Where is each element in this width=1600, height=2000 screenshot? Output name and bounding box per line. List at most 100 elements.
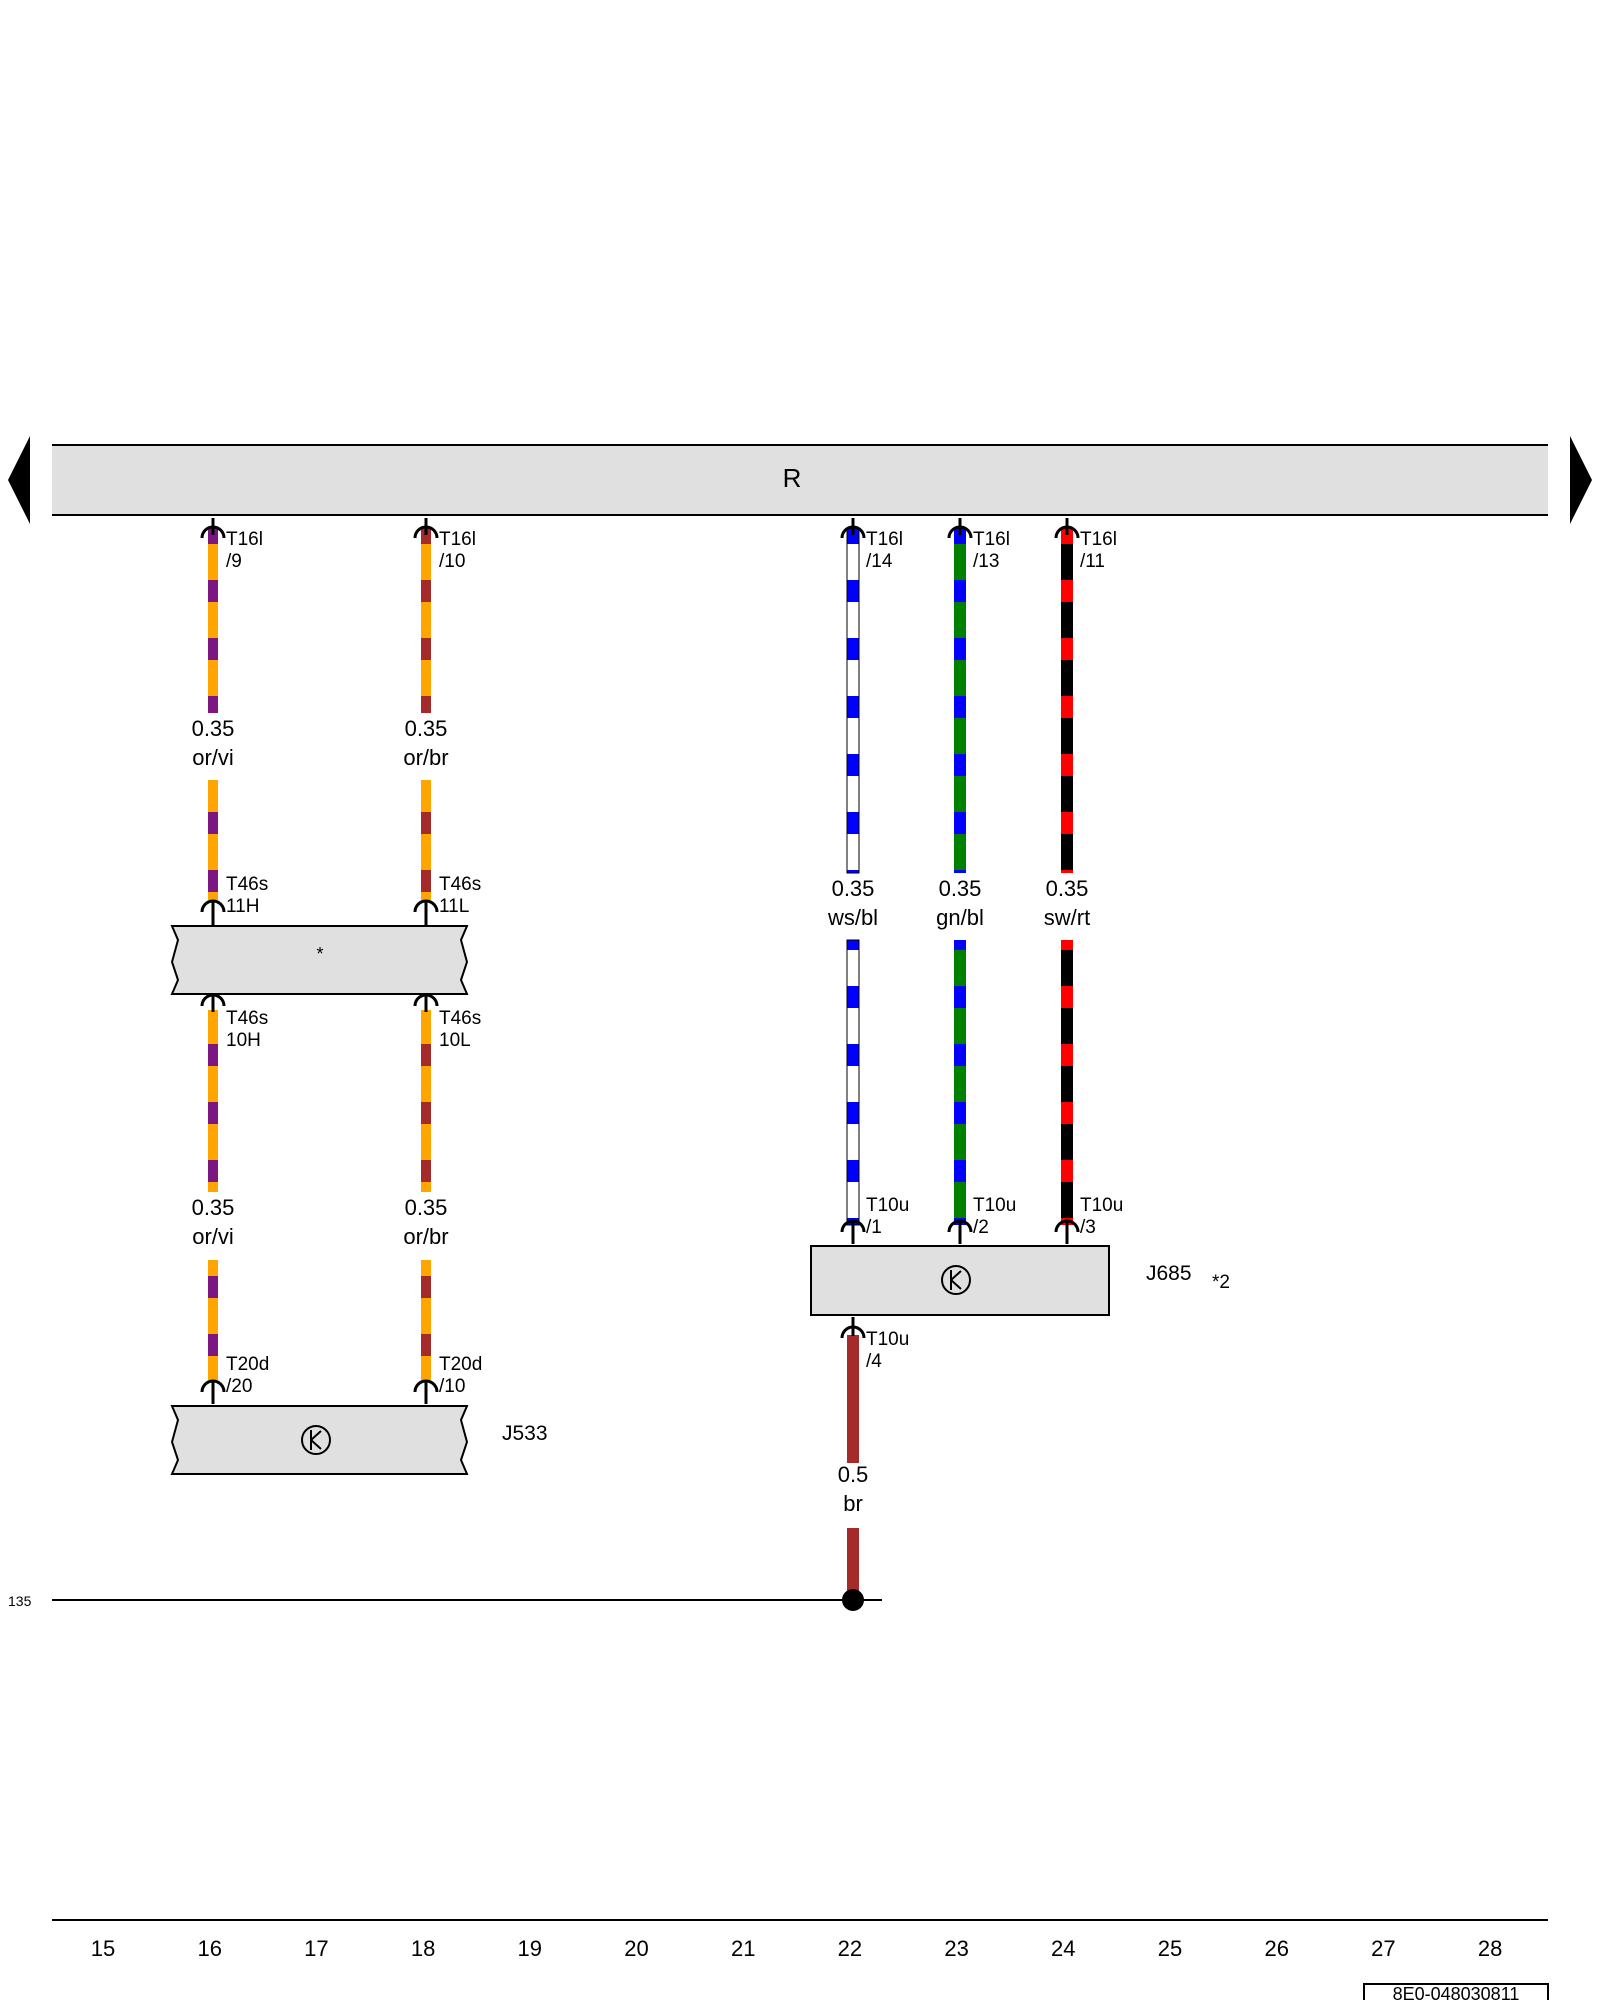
wire-4-seg-b [954, 940, 966, 1225]
top-connector-w1-icon [200, 518, 226, 539]
wire-1-color-code: or/vi [192, 745, 234, 770]
j533-connector-1-name: T20d [226, 1354, 269, 1375]
footer-column-number: 28 [1478, 1936, 1502, 1961]
top-connector-w5-icon [1054, 518, 1080, 539]
wire-5-seg-a [1061, 528, 1073, 873]
j533-connector-2-icon [413, 1379, 439, 1404]
footer-column-number: 17 [304, 1936, 328, 1961]
top-connector-w1-name: T16l [226, 529, 263, 550]
j685-connector-2-name: T10u [973, 1195, 1016, 1216]
lower-connector-1-pin: 10H [226, 1030, 261, 1051]
j533-transistor-icon [301, 1425, 331, 1455]
ground-wire-seg-b [847, 1528, 859, 1600]
doc-id: 8E0-048030811 [1393, 1984, 1520, 2000]
footer-column-number: 24 [1051, 1936, 1075, 1961]
top-connector-w2-name: T16l [439, 529, 476, 550]
j685-ground-connector-name: T10u [866, 1329, 909, 1350]
top-connector-w4-name: T16l [973, 529, 1010, 550]
footer-column-number: 20 [624, 1936, 648, 1961]
wire-2-seg-a [421, 528, 431, 713]
mid-connector-1-name: T46s [226, 874, 268, 895]
wire-2-size: 0.35 [405, 716, 448, 741]
star-box [170, 925, 469, 995]
footer-column-number: 22 [838, 1936, 862, 1961]
top-connector-w2-icon [413, 518, 439, 539]
ground-wire-size: 0.5 [838, 1462, 869, 1487]
top-connector-w5-name: T16l [1080, 529, 1117, 550]
footer-column-number: 16 [197, 1936, 221, 1961]
j533-connector-1-pin: /20 [226, 1376, 252, 1397]
j533-label: J533 [502, 1422, 548, 1445]
top-connector-w3-name: T16l [866, 529, 903, 550]
wire-4-size: 0.35 [939, 876, 982, 901]
j533-connector-1-icon [200, 1379, 226, 1404]
wire-5-seg-b [1061, 940, 1073, 1225]
footer-column-number: 25 [1158, 1936, 1182, 1961]
footer-column-number: 27 [1371, 1936, 1395, 1961]
lower-connector-2-icon [413, 993, 439, 1012]
wire-3-size: 0.35 [832, 876, 875, 901]
j685-ground-connector-pin: /4 [866, 1351, 882, 1372]
j685-label: J685 [1146, 1262, 1192, 1285]
lower-connector-1-name: T46s [226, 1008, 268, 1029]
wire-3-seg-b [846, 939, 860, 1226]
lower-wire-2-color-code: or/br [403, 1224, 448, 1249]
footer-column-number: 18 [411, 1936, 435, 1961]
j685-ground-connector-icon [840, 1317, 866, 1339]
lower-wire-2-size: 0.35 [405, 1195, 448, 1220]
wire-5 [1061, 528, 1073, 1225]
top-connector-w2-pin: /10 [439, 551, 465, 572]
j685-connector-3-name: T10u [1080, 1195, 1123, 1216]
header-box-r [52, 445, 1548, 515]
wire-3-seg-a [846, 527, 860, 874]
mid-connector-1-icon [200, 899, 226, 925]
wire-3-color-code: ws/bl [827, 905, 878, 930]
wire-5-color-code: sw/rt [1044, 905, 1090, 930]
j685-box [810, 1245, 1110, 1316]
ground-wire-seg-a [847, 1335, 859, 1463]
j533-box [170, 1405, 469, 1475]
top-connector-w5-pin: /11 [1080, 551, 1105, 572]
doc-id-box [1363, 1983, 1549, 2000]
footer-column-number: 19 [518, 1936, 542, 1961]
wire-2-color-code: or/br [403, 745, 448, 770]
wire-1 [208, 528, 218, 1380]
wire-1-size: 0.35 [192, 716, 235, 741]
j685-transistor-icon [941, 1265, 971, 1295]
left-arrow-icon [8, 436, 30, 524]
top-connector-w4-icon [947, 518, 973, 539]
mid-connector-2-name: T46s [439, 874, 481, 895]
wire-2-seg-d [421, 1260, 431, 1380]
footer-column-number: 21 [731, 1936, 755, 1961]
ground-wire-color-code: br [843, 1491, 863, 1516]
footer-column-number: 26 [1264, 1936, 1288, 1961]
mid-connector-2-icon [413, 899, 439, 925]
right-arrow-icon [1570, 436, 1592, 524]
star-box-label: * [316, 944, 323, 964]
lower-connector-1-icon [200, 993, 226, 1012]
top-connector-w1-pin: /9 [226, 551, 242, 572]
top-connector-w3-icon [840, 518, 866, 539]
wire-5-size: 0.35 [1046, 876, 1089, 901]
ground-line-ref: 135 [8, 1593, 32, 1609]
j685-note: *2 [1212, 1272, 1230, 1293]
lower-connector-2-pin: 10L [439, 1030, 471, 1051]
wire-4 [954, 528, 966, 1225]
lower-wire-1-color-code: or/vi [192, 1224, 234, 1249]
j685-connector-1-pin: /1 [866, 1217, 882, 1238]
j685-connector-3-icon [1054, 1219, 1080, 1244]
j685-connector-3-pin: /3 [1080, 1217, 1096, 1238]
j685-connector-1-name: T10u [866, 1195, 909, 1216]
j685-connector-1-icon [840, 1219, 866, 1244]
j533-connector-2-name: T20d [439, 1354, 482, 1375]
j685-connector-2-icon [947, 1219, 973, 1244]
mid-connector-2-pin: 11L [439, 896, 469, 917]
wire-2 [421, 528, 431, 1380]
wire-4-color-code: gn/bl [936, 905, 984, 930]
wire-4-seg-a [954, 528, 966, 873]
wire-1-seg-a [208, 528, 218, 713]
lower-connector-2-name: T46s [439, 1008, 481, 1029]
top-connector-w4-pin: /13 [973, 551, 999, 572]
